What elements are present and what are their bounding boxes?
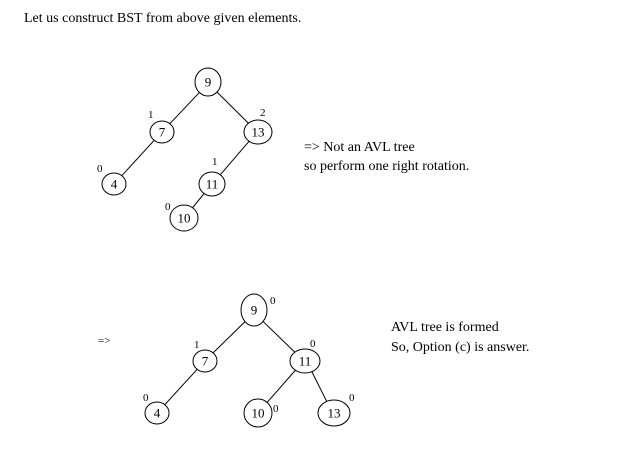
tree2-balance-factor: 0: [349, 392, 355, 404]
tree1-node-value: 9: [205, 75, 212, 90]
tree1-balance-factor: 0: [165, 201, 171, 213]
tree1-edges: [120, 90, 251, 210]
tree2-node-11: 110: [289, 338, 321, 374]
tree1-node-circle: [194, 67, 222, 97]
tree2-node-value: 4: [154, 406, 161, 421]
tree1-note-line2: so perform one right rotation.: [304, 159, 469, 174]
tree1-edge-n7-n4: [120, 138, 156, 178]
tree1-edge-n11-n10: [191, 191, 206, 210]
tree2-note-line1: AVL tree is formed: [391, 320, 499, 335]
tree1-node-9: 9: [194, 67, 222, 97]
tree1-node-13: 13 2: [243, 107, 273, 145]
tree2-node-value: 10: [252, 406, 265, 421]
tree2-node-circle: [289, 348, 321, 374]
rotation-arrow: =>: [98, 335, 110, 347]
heading-text: Let us construct BST from above given el…: [24, 11, 301, 26]
tree2-edge-m11-m13: [310, 370, 328, 404]
tree1-edge-n9-n7: [168, 90, 201, 126]
tree2-balance-factor: 0: [273, 403, 279, 415]
tree1-node-circle: [243, 119, 273, 145]
tree2-balance-factor: 0: [310, 338, 316, 350]
tree2-edge-m9-m11: [261, 319, 297, 354]
tree2-note-line2: So, Option (c) is answer.: [391, 340, 529, 355]
tree1-node-value: 7: [159, 125, 166, 140]
tree2-node-circle: [144, 401, 170, 425]
tree2-balance-factor: 1: [194, 339, 200, 351]
tree2-node-9: 90: [240, 293, 276, 327]
tree2-edges: [163, 319, 328, 407]
tree2-balance-factor: 0: [143, 392, 149, 404]
tree1-node-circle: [149, 120, 175, 144]
tree2-node-circle: [243, 398, 273, 428]
tree2-balance-factor: 0: [270, 295, 276, 307]
tree2-node-value: 13: [328, 406, 341, 421]
tree2-node-value: 9: [251, 303, 258, 318]
tree2-node-value: 11: [299, 354, 312, 369]
tree1-node-10: 10 0: [165, 201, 199, 232]
tree1-edge-n9-n13: [215, 90, 250, 125]
tree1-node-7: 71: [148, 109, 175, 144]
tree1-node-value: 4: [111, 177, 118, 192]
tree1-node-4: 40: [97, 163, 127, 196]
tree1-note-line1: => Not an AVL tree: [304, 140, 415, 155]
tree2-node-circle: [317, 399, 351, 427]
tree2-node-4: 40: [143, 392, 170, 425]
tree2-edge-m9-m7: [211, 320, 247, 355]
tree1-node-value: 10: [178, 211, 191, 226]
tree1-balance-factor: 1: [212, 156, 218, 168]
tree2-node-10: 10 0: [243, 398, 279, 428]
tree2-node-circle: [192, 349, 218, 373]
tree1-node-circle: [169, 204, 199, 232]
tree2-edge-m11-m10: [265, 368, 297, 405]
tree1-node-value: 11: [206, 177, 219, 192]
tree1-node-value: 13: [252, 125, 265, 140]
tree1-node-circle: [101, 172, 127, 196]
tree1-balance-factor: 1: [148, 109, 154, 121]
tree1-balance-factor: 0: [97, 163, 103, 175]
tree2-edge-m7-m4: [163, 367, 199, 407]
tree2-node-circle: [240, 293, 268, 327]
tree2-node-7: 71: [192, 339, 218, 373]
tree1-edge-n13-n11: [218, 139, 251, 177]
tree2-node-value: 7: [202, 354, 209, 369]
tree1-balance-factor: 2: [260, 107, 266, 119]
tree1-node-circle: [198, 171, 226, 197]
tree1-node-11: 111: [198, 156, 226, 197]
tree2-node-13: 13 0: [317, 392, 355, 427]
